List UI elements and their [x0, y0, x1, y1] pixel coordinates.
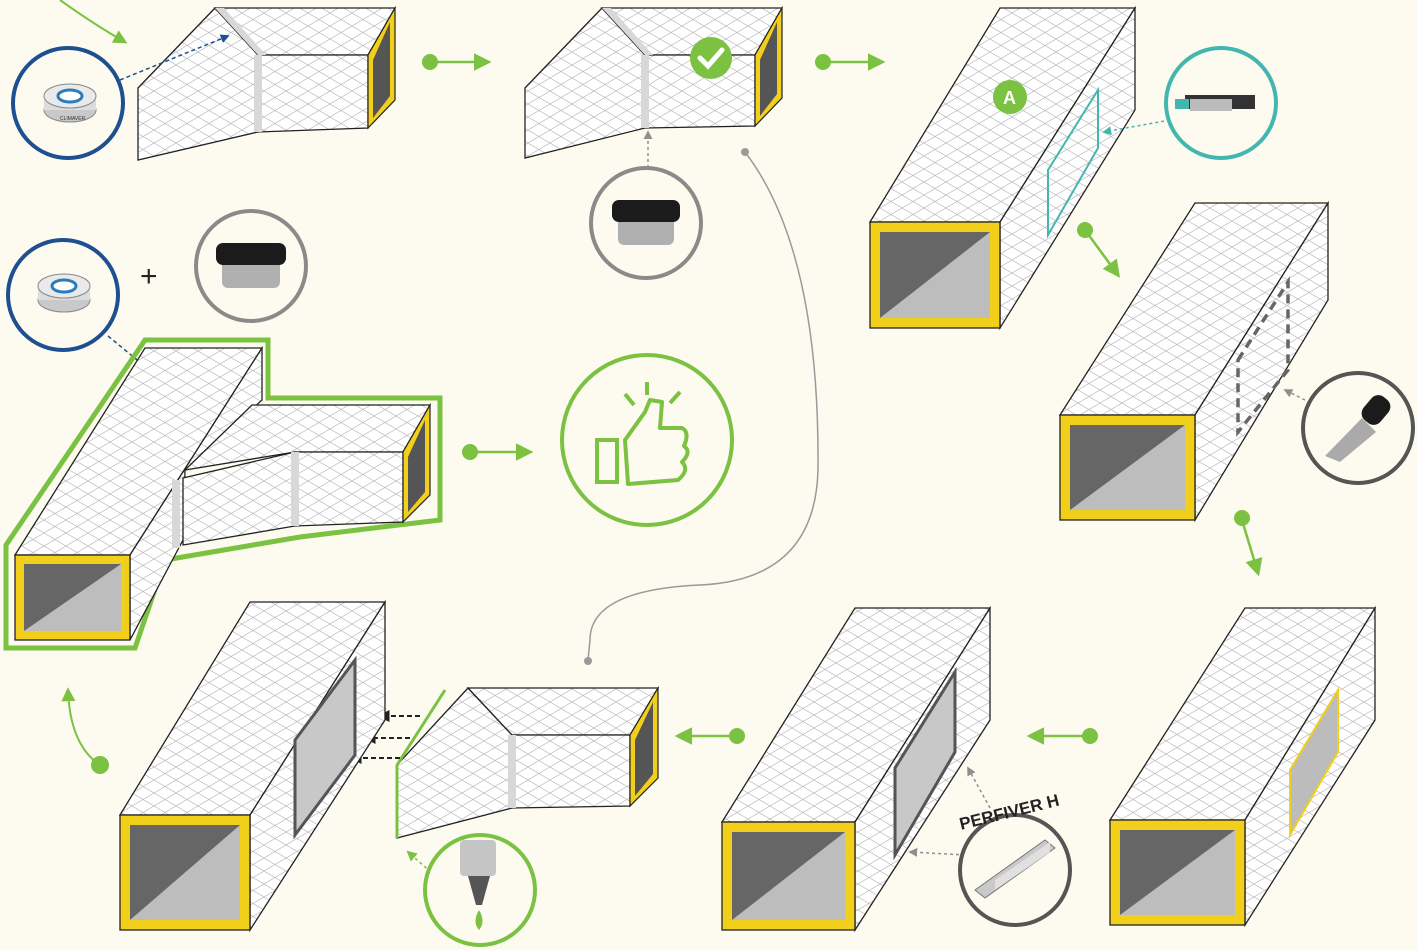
closing-tool-icon: [591, 168, 701, 278]
elbow-duct-checked: [525, 8, 782, 158]
straight-duct-marked: A: [870, 8, 1135, 328]
thumbs-up-icon: [562, 355, 732, 525]
straight-duct-opened: [1110, 608, 1375, 925]
tape-roll-icon: CLIMAVER: [13, 48, 123, 158]
glue-bottle-icon: [425, 835, 535, 945]
cutter-knife-icon: [1303, 373, 1413, 483]
straight-duct-branch-opening: [120, 602, 385, 930]
elbow-duct-glued: [397, 688, 658, 838]
tape-brand-label: CLIMAVER: [60, 116, 86, 122]
tape-roll-icon-2: [8, 240, 118, 350]
straight-duct-profiled: [722, 608, 990, 930]
perfiver-h-profile-icon: PERFIVER H: [958, 791, 1070, 925]
marking-tool-icon: [1166, 48, 1276, 158]
step-a-marker: A: [1003, 88, 1016, 108]
closing-tool-icon-2: [196, 211, 306, 321]
plus-sign: +: [140, 260, 158, 293]
check-icon: [690, 37, 732, 79]
